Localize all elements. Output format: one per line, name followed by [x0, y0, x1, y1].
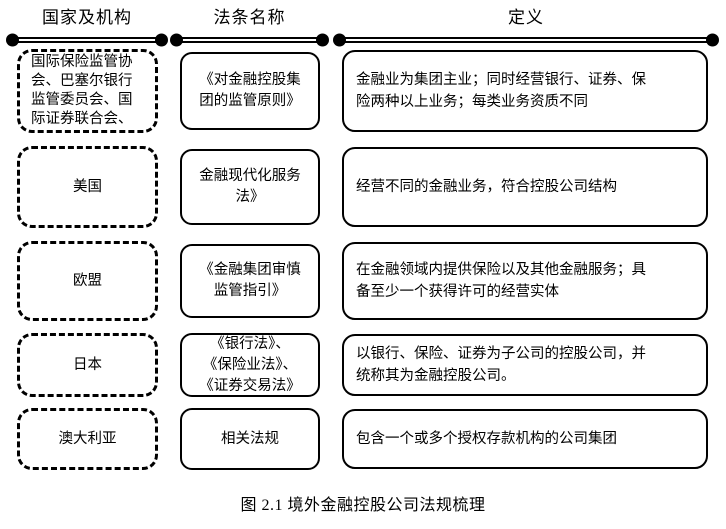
- country-text: 日本: [73, 357, 102, 373]
- country-box: 日本: [17, 333, 158, 397]
- column-header-definition: 定义: [508, 8, 544, 27]
- definition-text: 在金融领域内提供保险以及其他金融服务；具 备至少一个获得许可的经营实体: [356, 262, 646, 300]
- law-text: 金融现代化服务 法》: [199, 168, 301, 205]
- header-rule-law-name: [172, 37, 327, 43]
- law-box: 《对金融控股集 团的监管原则》: [180, 52, 320, 130]
- country-text: 澳大利亚: [58, 431, 117, 447]
- country-box: 欧盟: [17, 241, 158, 321]
- country-text: 欧盟: [73, 273, 102, 289]
- country-text: 美国: [73, 179, 102, 195]
- law-text: 《对金融控股集 团的监管原则》: [199, 72, 301, 109]
- law-text: 《银行法》、 《保险业法》、 《证券交易法》: [199, 335, 301, 394]
- definition-text: 以银行、保险、证券为子公司的控股公司，并 统称其为金融控股公司。: [356, 346, 646, 384]
- country-box: 美国: [17, 146, 158, 228]
- country-box: 国际保险监管协 会、巴塞尔银行 监管委员会、国 际证券联合会、: [17, 49, 158, 133]
- header-rule-definition: [335, 37, 717, 43]
- column-header-country-institution: 国家及机构: [42, 8, 132, 27]
- row-eu: 欧盟 《金融集团审慎 监管指引》 在金融领域内提供保险以及其他金融服务；具 备至…: [0, 241, 726, 321]
- definition-box: 经营不同的金融业务，符合控股公司结构: [342, 147, 708, 227]
- definition-text: 经营不同的金融业务，符合控股公司结构: [356, 179, 617, 195]
- definition-box: 以银行、保险、证券为子公司的控股公司，并 统称其为金融控股公司。: [342, 334, 708, 396]
- definition-box: 金融业为集团主业；同时经营银行、证券、保 险两种以上业务；每类业务资质不同: [342, 50, 708, 132]
- row-usa: 美国 金融现代化服务 法》 经营不同的金融业务，符合控股公司结构: [0, 146, 726, 228]
- law-text: 《金融集团审慎 监管指引》: [199, 262, 301, 299]
- law-box: 相关法规: [180, 408, 320, 470]
- law-box: 《银行法》、 《保险业法》、 《证券交易法》: [180, 333, 320, 397]
- law-box: 金融现代化服务 法》: [180, 149, 320, 225]
- law-box: 《金融集团审慎 监管指引》: [180, 244, 320, 318]
- row-international-organizations: 国际保险监管协 会、巴塞尔银行 监管委员会、国 际证券联合会、 《对金融控股集 …: [0, 49, 726, 133]
- figure-caption: 图 2.1 境外金融控股公司法规梳理: [240, 497, 486, 514]
- law-text: 相关法规: [221, 430, 279, 447]
- row-japan: 日本 《银行法》、 《保险业法》、 《证券交易法》 以银行、保险、证券为子公司的…: [0, 333, 726, 397]
- column-header-law-name: 法条名称: [213, 8, 286, 27]
- country-text: 国际保险监管协 会、巴塞尔银行 监管委员会、国 际证券联合会、: [31, 54, 133, 127]
- definition-text: 包含一个或多个授权存款机构的公司集团: [356, 431, 617, 447]
- definition-text: 金融业为集团主业；同时经营银行、证券、保 险两种以上业务；每类业务资质不同: [356, 72, 646, 110]
- definition-box: 在金融领域内提供保险以及其他金融服务；具 备至少一个获得许可的经营实体: [342, 242, 708, 320]
- header-rule-country-institution: [8, 37, 166, 43]
- row-australia: 澳大利亚 相关法规 包含一个或多个授权存款机构的公司集团: [0, 408, 726, 470]
- country-box: 澳大利亚: [17, 408, 158, 470]
- definition-box: 包含一个或多个授权存款机构的公司集团: [342, 409, 708, 469]
